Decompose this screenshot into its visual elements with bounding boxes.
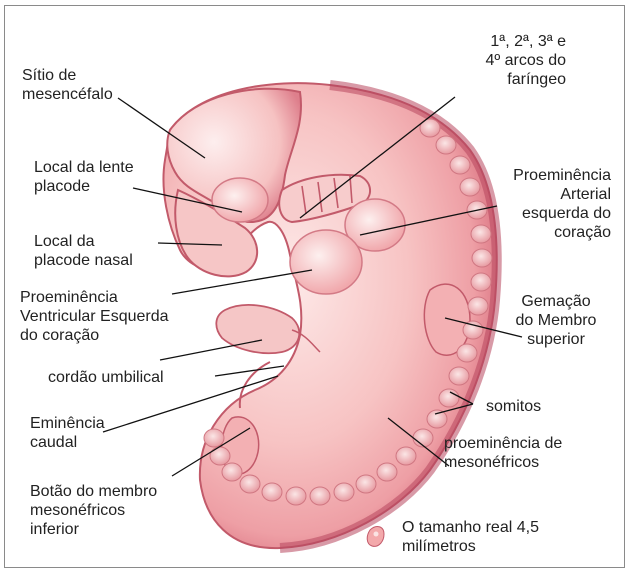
label-lens-placode: Local da lente placode — [34, 158, 134, 196]
label-pharyngeal-arches: 1ª, 2ª, 3ª e 4º arcos do faríngeo — [485, 32, 566, 89]
label-arterial-prominence: Proeminência Arterial esquerda do coraçã… — [513, 166, 611, 242]
label-mesonephric-prominence: proeminência de mesonéfricos — [444, 434, 562, 472]
label-nasal-placode: Local da placode nasal — [34, 232, 133, 270]
somite — [334, 483, 354, 501]
lens-bump — [212, 178, 268, 222]
somite — [460, 178, 480, 196]
somite — [427, 410, 447, 428]
somite — [262, 483, 282, 501]
somite — [222, 463, 242, 481]
somite — [436, 136, 456, 154]
label-upper-limb-bud: Gemação do Membro superior — [501, 292, 611, 349]
somite — [413, 429, 433, 447]
label-somites: somitos — [486, 397, 541, 416]
label-ventricular-prominence: Proeminência Ventricular Esquerda do cor… — [20, 288, 169, 345]
label-mesencephalon: Sítio de mesencéfalo — [22, 66, 113, 104]
somite — [468, 297, 488, 315]
ventricular-prominence — [290, 230, 362, 294]
somite — [204, 429, 224, 447]
somite — [377, 463, 397, 481]
tiny-embryo-icon — [367, 527, 384, 547]
somite — [449, 367, 469, 385]
label-caudal-eminence: Eminência caudal — [30, 414, 105, 452]
somite — [210, 447, 230, 465]
label-umbilical-cord: cordão umbilical — [48, 368, 164, 387]
somite — [450, 156, 470, 174]
somite — [457, 344, 477, 362]
somite — [439, 389, 459, 407]
somite — [471, 225, 491, 243]
somite — [356, 475, 376, 493]
label-lower-limb-bud: Botão do membro mesonéfricos inferior — [30, 482, 157, 539]
somite — [471, 273, 491, 291]
somite — [396, 447, 416, 465]
somite — [286, 487, 306, 505]
somite — [240, 475, 260, 493]
label-actual-size: O tamanho real 4,5 milímetros — [402, 518, 539, 556]
somite — [472, 249, 492, 267]
somite — [310, 487, 330, 505]
